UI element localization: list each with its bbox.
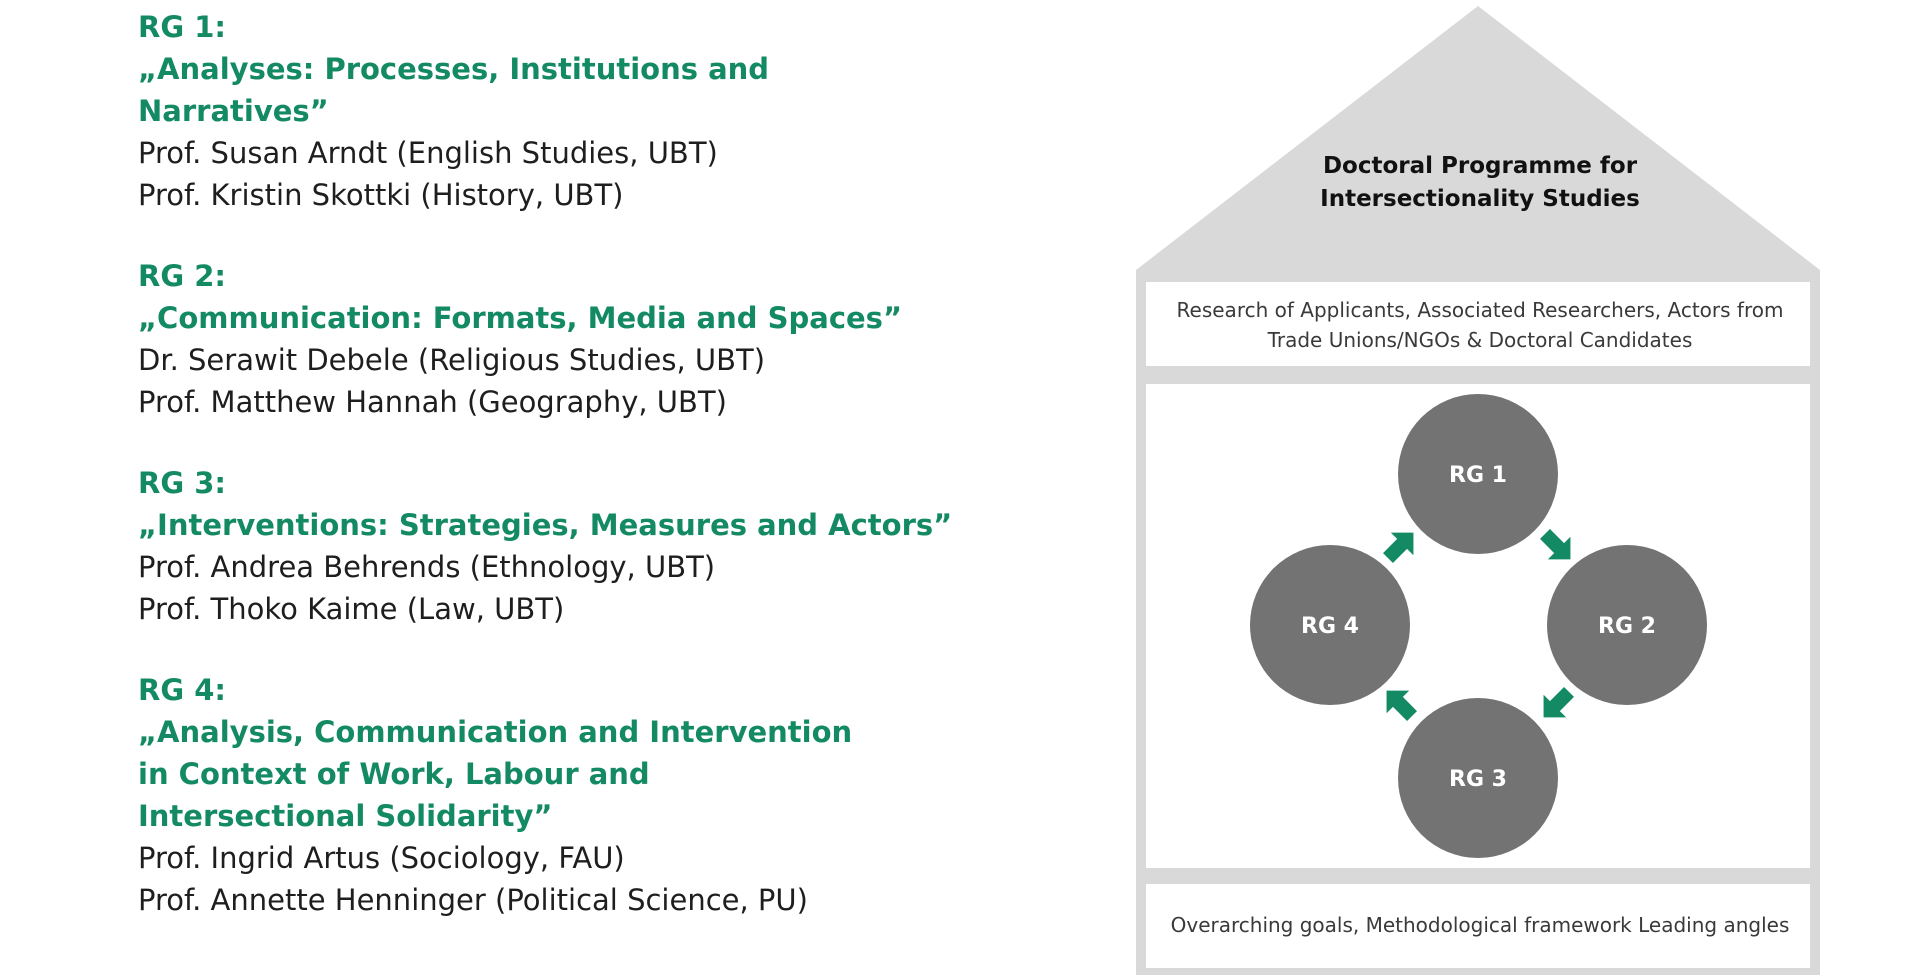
group-code: RG 3:: [138, 466, 227, 500]
rg3-label: RG 3: [1449, 767, 1507, 792]
research-group-2: RG 2: „Communication: Formats, Media and…: [138, 255, 968, 423]
bottom-box: [1146, 884, 1810, 968]
research-group-1: RG 1: „Analyses: Processes, Institutions…: [138, 6, 968, 216]
group-member: Dr. Serawit Debele (Religious Studies, U…: [138, 343, 766, 377]
group-member: Prof. Andrea Behrends (Ethnology, UBT): [138, 550, 716, 584]
house-roof: [1136, 6, 1820, 270]
group-title: „Interventions: Strategies, Measures and…: [138, 508, 953, 542]
research-group-3: RG 3: „Interventions: Strategies, Measur…: [138, 462, 968, 630]
rg1-label: RG 1: [1449, 463, 1507, 488]
group-title: „Communication: Formats, Media and Space…: [138, 301, 902, 335]
research-groups-list: RG 1: „Analyses: Processes, Institutions…: [138, 6, 968, 960]
group-member: Prof. Annette Henninger (Political Scien…: [138, 883, 808, 917]
group-member: Prof. Matthew Hannah (Geography, UBT): [138, 385, 727, 419]
group-member: Prof. Kristin Skottki (History, UBT): [138, 178, 624, 212]
group-code: RG 1:: [138, 10, 227, 44]
top-box-text: Research of Applicants, Associated Resea…: [1176, 298, 1784, 352]
research-group-4: RG 4: „Analysis, Communication and Inter…: [138, 669, 868, 921]
rg2-circle: [1547, 545, 1707, 705]
bottom-box-text: Overarching goals, Methodological framew…: [1170, 913, 1790, 937]
rg2-label: RG 2: [1598, 614, 1656, 639]
rg1-circle: [1398, 394, 1558, 554]
group-title: „Analysis, Communication and Interventio…: [138, 715, 853, 833]
rg3-circle: [1398, 698, 1558, 858]
group-code: RG 4:: [138, 673, 227, 707]
top-box: [1146, 282, 1810, 366]
group-code: RG 2:: [138, 259, 227, 293]
group-member: Prof. Susan Arndt (English Studies, UBT): [138, 136, 718, 170]
roof-title: Doctoral Programme for Intersectionality…: [1320, 153, 1640, 212]
group-member: Prof. Thoko Kaime (Law, UBT): [138, 592, 565, 626]
group-title: „Analyses: Processes, Institutions and N…: [138, 52, 770, 128]
rg4-label: RG 4: [1301, 614, 1359, 639]
group-member: Prof. Ingrid Artus (Sociology, FAU): [138, 841, 625, 875]
rg4-circle: [1250, 545, 1410, 705]
